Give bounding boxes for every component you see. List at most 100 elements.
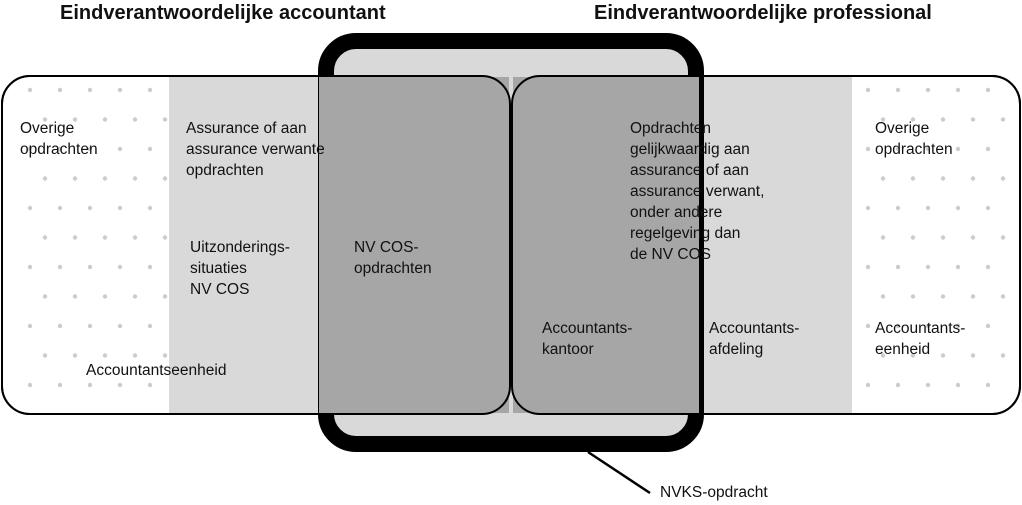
label-accountantseenheid-right: Accountants- eenheid <box>875 320 966 358</box>
texture-dot <box>955 87 961 93</box>
texture-dot <box>1000 176 1006 181</box>
texture-dot <box>1000 353 1006 358</box>
texture-dot <box>955 205 961 211</box>
texture-dot <box>117 323 123 329</box>
label-uitzonderings: Uitzonderings- situaties NV COS <box>190 239 290 298</box>
texture-dot <box>865 205 871 211</box>
texture-dot <box>940 353 946 358</box>
texture-dot <box>865 87 871 93</box>
texture-dot <box>162 176 168 181</box>
texture-dot <box>955 146 961 152</box>
texture-dot <box>27 323 33 329</box>
texture-dot <box>147 323 153 329</box>
label-gelijkwaardig: Opdrachten gelijkwaardig aan assurance o… <box>630 120 765 263</box>
texture-dot <box>880 117 886 122</box>
title-right: Eindverantwoordelijke professional <box>594 2 932 24</box>
texture-dot <box>925 205 931 211</box>
texture-dot <box>72 235 78 240</box>
texture-dot <box>87 264 93 270</box>
texture-dot <box>910 294 916 299</box>
texture-dot <box>985 205 991 211</box>
texture-dot <box>1000 294 1006 299</box>
texture-dot <box>1000 117 1006 122</box>
texture-dot <box>162 294 168 299</box>
texture-dot <box>57 205 63 211</box>
texture-dot <box>985 146 991 152</box>
texture-dot <box>132 294 138 299</box>
texture-dot <box>865 382 871 388</box>
texture-dot <box>940 176 946 181</box>
texture-dot <box>880 353 886 358</box>
texture-dot <box>880 294 886 299</box>
texture-dot <box>87 205 93 211</box>
texture-dot <box>42 235 48 240</box>
texture-dot <box>925 146 931 152</box>
title-left: Eindverantwoordelijke accountant <box>60 2 386 24</box>
label-overige-right: Overige opdrachten <box>875 120 953 158</box>
texture-dot <box>102 294 108 299</box>
dot-texture <box>27 87 1006 388</box>
texture-dot <box>117 87 123 93</box>
afdeling-band <box>700 77 852 413</box>
texture-dot <box>87 323 93 329</box>
texture-dot <box>147 205 153 211</box>
texture-dot <box>940 235 946 240</box>
texture-dot <box>925 382 931 388</box>
texture-dot <box>880 176 886 181</box>
nvcos-panel <box>319 77 509 413</box>
texture-dot <box>87 87 93 93</box>
texture-dot <box>27 87 33 93</box>
texture-dot <box>910 117 916 122</box>
texture-dot <box>57 382 63 388</box>
texture-dot <box>940 294 946 299</box>
texture-dot <box>102 176 108 181</box>
texture-dot <box>162 235 168 240</box>
texture-dot <box>57 323 63 329</box>
texture-dot <box>162 117 168 122</box>
nvks-connector <box>587 450 651 495</box>
texture-dot <box>132 235 138 240</box>
kantoor-panel <box>513 77 699 413</box>
texture-dot <box>102 117 108 122</box>
texture-dot <box>985 87 991 93</box>
texture-dot <box>102 235 108 240</box>
texture-dot <box>970 176 976 181</box>
texture-dot <box>895 146 901 152</box>
right-inner-outline <box>511 75 1021 415</box>
texture-dot <box>57 146 63 152</box>
texture-dot <box>910 235 916 240</box>
texture-dot <box>132 176 138 181</box>
texture-dot <box>895 323 901 329</box>
texture-dot <box>925 264 931 270</box>
texture-dot <box>895 382 901 388</box>
texture-dot <box>895 87 901 93</box>
texture-dot <box>27 205 33 211</box>
texture-dot <box>895 205 901 211</box>
texture-dot <box>72 117 78 122</box>
assurance-band <box>169 77 319 413</box>
label-accountantsafdeling: Accountants- afdeling <box>709 320 800 358</box>
texture-dot <box>925 87 931 93</box>
texture-dot <box>117 146 123 152</box>
texture-dot <box>985 323 991 329</box>
texture-dot <box>865 146 871 152</box>
texture-dot <box>985 264 991 270</box>
texture-dot <box>42 176 48 181</box>
texture-dot <box>57 87 63 93</box>
left-inner-outline <box>1 75 511 415</box>
texture-dot <box>970 294 976 299</box>
texture-dot <box>970 117 976 122</box>
label-nvks: NVKS-opdracht <box>660 484 768 501</box>
texture-dot <box>147 87 153 93</box>
texture-dot <box>27 382 33 388</box>
texture-dot <box>970 235 976 240</box>
texture-dot <box>147 382 153 388</box>
texture-dot <box>87 146 93 152</box>
texture-dot <box>132 117 138 122</box>
texture-dot <box>880 235 886 240</box>
texture-dot <box>147 146 153 152</box>
texture-dot <box>910 176 916 181</box>
texture-dot <box>42 353 48 358</box>
texture-dot <box>865 264 871 270</box>
texture-dot <box>27 264 33 270</box>
